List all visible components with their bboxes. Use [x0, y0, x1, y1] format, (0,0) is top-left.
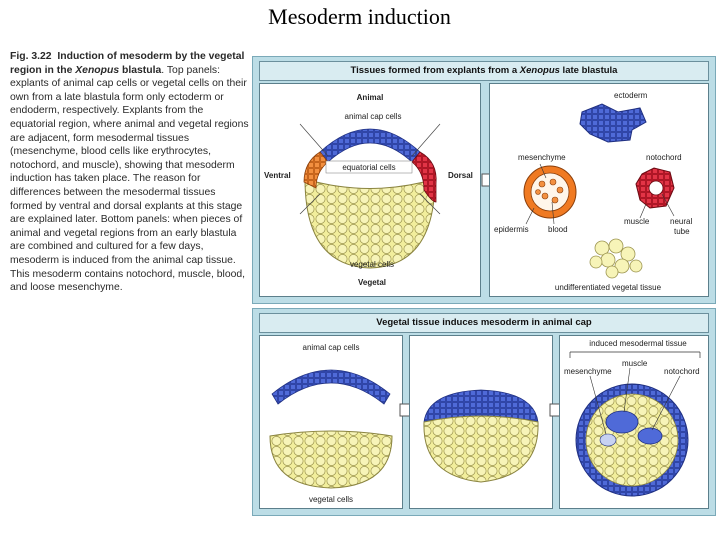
- figure-caption: Fig. 3.22 Induction of mesoderm by the v…: [10, 50, 250, 295]
- pointer-line: [661, 193, 675, 217]
- label-induced-mesodermal-tissue: induced mesodermal tissue: [589, 339, 687, 348]
- animal-cap-arc: [319, 128, 421, 163]
- label-muscle: muscle: [624, 217, 650, 226]
- cut-line: [411, 123, 441, 157]
- pointer-line: [589, 375, 607, 435]
- pointer-line: [639, 203, 647, 219]
- label-equatorial-cells: equatorial cells: [342, 163, 395, 172]
- top-right-subpanel: ectoderm mesenchyme epidermis blood noto…: [489, 83, 709, 297]
- animal-cap-explant: [271, 369, 391, 405]
- ectoderm-tissue: [579, 103, 647, 143]
- dorsal-equatorial-region: [411, 151, 437, 203]
- bottom-middle-subpanel: [409, 335, 553, 509]
- top-panel: Tissues formed from explants from a Xeno…: [252, 56, 716, 304]
- ventral-equatorial-region: [303, 151, 329, 189]
- label-blood: blood: [548, 225, 568, 234]
- combined-explant-diagram: [423, 389, 539, 483]
- label-undifferentiated-vegetal-tissue: undifferentiated vegetal tissue: [555, 283, 662, 292]
- figure-caption-body: . Top panels: explants of animal cap cel…: [10, 64, 249, 294]
- label-epidermis: epidermis: [494, 225, 529, 234]
- label-animal: Animal: [357, 93, 384, 102]
- cut-line: [299, 193, 321, 215]
- top-left-subpanel: Animal animal cap cells equatorial cells…: [259, 83, 481, 297]
- label-animal-cap-cells: animal cap cells: [345, 112, 402, 121]
- notochord-tissue: [637, 427, 663, 445]
- figure-title-part2: blastula: [119, 64, 162, 76]
- explant-outcomes-diagram: ectoderm mesenchyme epidermis blood noto…: [494, 91, 692, 292]
- pointer-line: [525, 207, 535, 225]
- induced-mesoderm-diagram: induced mesodermal tissue muscle mesench…: [564, 339, 701, 497]
- cut-line: [299, 123, 329, 157]
- undifferentiated-vegetal-tissue: [589, 238, 643, 279]
- label-neural: neural: [670, 217, 692, 226]
- figure-title-part1: Induction of mesoderm by the vegetal reg…: [10, 51, 245, 76]
- top-panel-header: Tissues formed from explants from a Xeno…: [259, 61, 709, 81]
- label-vegetal: Vegetal: [358, 278, 386, 287]
- label-vegetal-cells: vegetal cells: [309, 495, 353, 504]
- separated-explants-diagram: animal cap cells vegetal cells: [269, 343, 393, 504]
- bottom-panel: Vegetal tissue induces mesoderm in anima…: [252, 308, 716, 516]
- label-mesenchyme: mesenchyme: [564, 367, 612, 376]
- figure-number: Fig. 3.22: [10, 51, 52, 62]
- cut-line: [419, 193, 441, 215]
- label-tube: tube: [674, 227, 690, 236]
- label-vegetal-cells: vegetal cells: [350, 260, 394, 269]
- vegetal-explant: [269, 430, 393, 489]
- blastula-diagram: Animal animal cap cells equatorial cells…: [264, 93, 473, 287]
- blood-cells: [535, 178, 564, 204]
- bottom-right-subpanel: induced mesodermal tissue muscle mesench…: [559, 335, 709, 509]
- label-notochord: notochord: [646, 153, 682, 162]
- label-dorsal: Dorsal: [448, 171, 473, 180]
- pointer-line: [623, 367, 631, 413]
- slide-title: Mesoderm induction: [268, 4, 451, 29]
- label-mesenchyme: mesenchyme: [518, 153, 566, 162]
- bottom-left-subpanel: animal cap cells vegetal cells: [259, 335, 403, 509]
- neural-tube-lumen: [648, 180, 664, 196]
- mesenchyme-tissue: [599, 433, 617, 447]
- label-muscle: muscle: [622, 359, 648, 368]
- label-ventral: Ventral: [264, 171, 291, 180]
- label-notochord: notochord: [664, 367, 700, 376]
- pointer-line: [539, 163, 547, 179]
- vegetal-base: [423, 415, 539, 483]
- equatorial-cells-label-box: [325, 160, 413, 174]
- vegetal-cell-mass: [304, 178, 436, 269]
- label-ectoderm: ectoderm: [614, 91, 648, 100]
- bottom-panel-header: Vegetal tissue induces mesoderm in anima…: [259, 313, 709, 333]
- pointer-line: [651, 375, 681, 431]
- muscle-tissue: [605, 410, 639, 434]
- label-animal-cap-cells: animal cap cells: [303, 343, 360, 352]
- figure-title-italic: Xenopus: [75, 64, 120, 76]
- pointer-line: [551, 201, 555, 225]
